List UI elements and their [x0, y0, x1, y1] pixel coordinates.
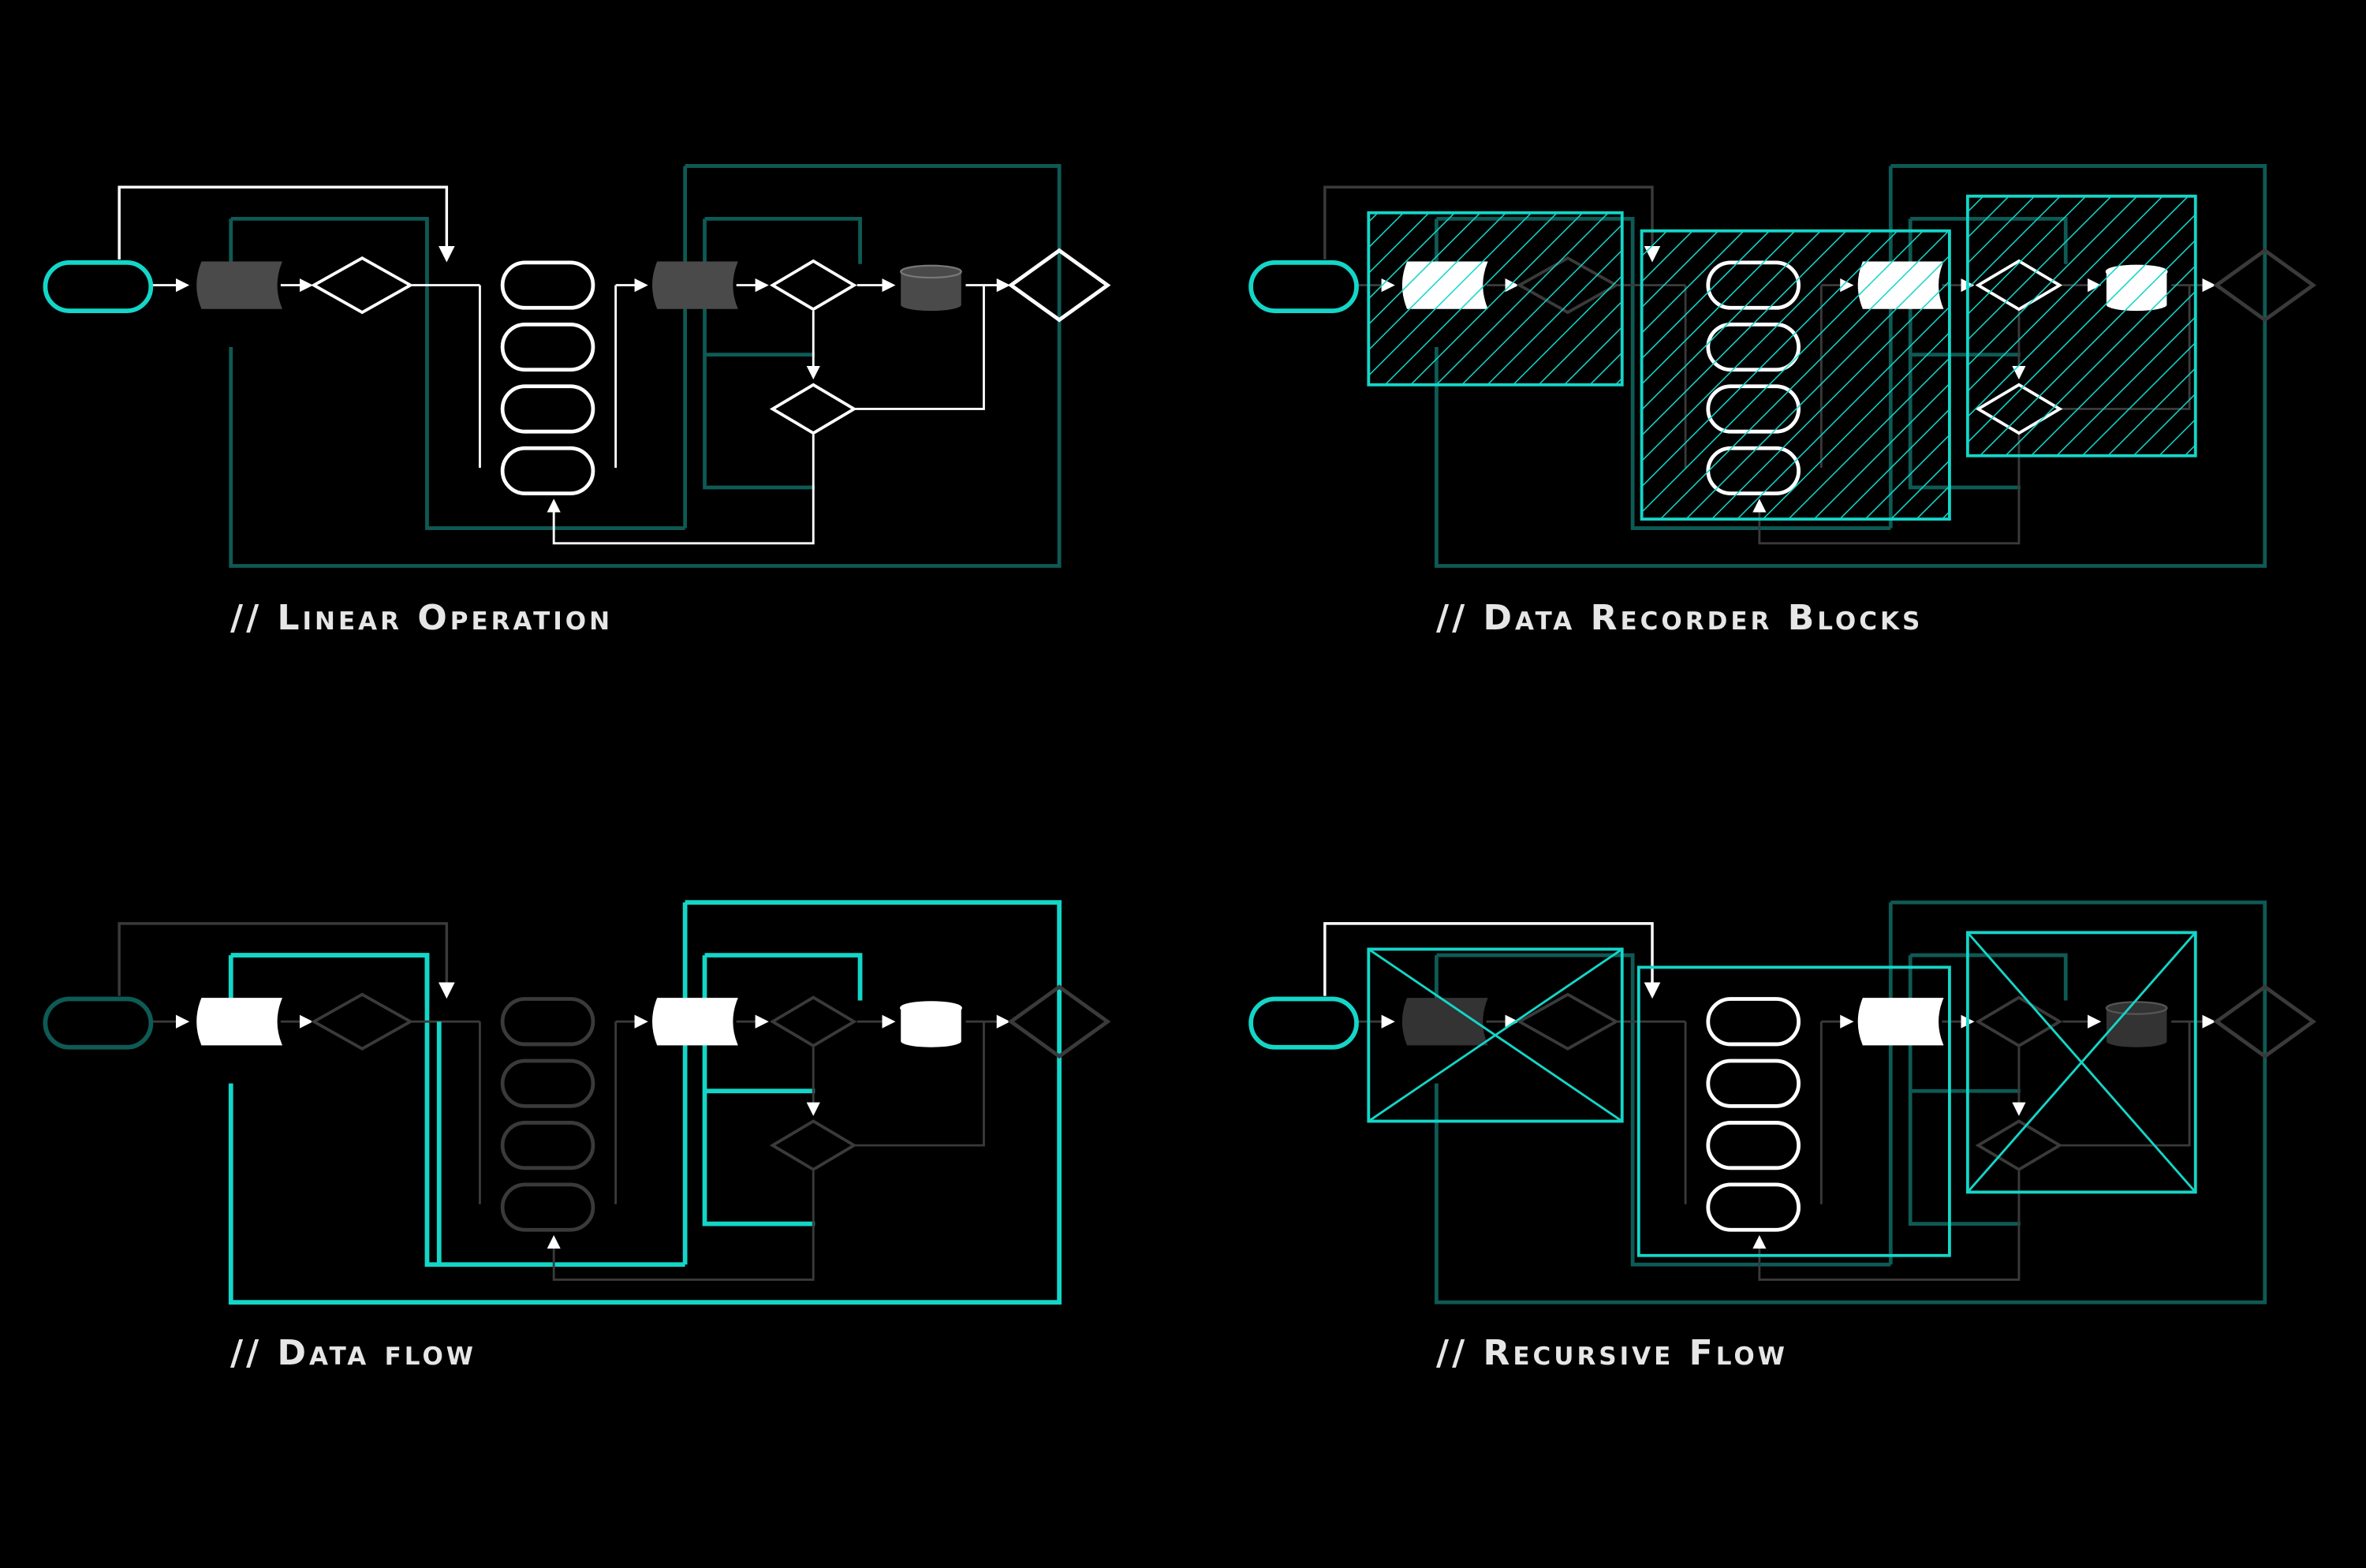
connector-line [2059, 1021, 2191, 1147]
mid-frame [704, 953, 863, 1001]
outer-frame [1435, 164, 2267, 568]
flow-path [230, 953, 430, 1001]
data-icon [196, 998, 283, 1046]
inner-frame [230, 953, 685, 1267]
process-icon [500, 384, 595, 434]
data-icon [196, 261, 283, 309]
decision-icon [769, 995, 857, 1048]
database-bottom [901, 1035, 961, 1047]
panel-linear [43, 164, 1111, 568]
top-loop-arrow [118, 922, 455, 999]
process-icon [1706, 997, 1801, 1047]
outer-frame [228, 900, 1062, 1305]
panel-dataflow [43, 900, 1111, 1305]
cross-line [1368, 948, 1623, 1122]
inner-frame [1436, 953, 1891, 1267]
cross-line [1966, 931, 2196, 1193]
decision-icon [311, 992, 414, 1051]
recursive-block [1636, 965, 1951, 1257]
decision-icon [1516, 992, 1619, 1051]
panel-title-dataflow: // Data flow [230, 1333, 476, 1373]
data-icon [1401, 998, 1488, 1046]
process-icon [500, 1058, 595, 1108]
blocked-region-2 [1965, 931, 2197, 1194]
terminator-icon [43, 996, 154, 1050]
panel-title-linear: // Linear Operation [230, 598, 614, 638]
process-icon [500, 1182, 595, 1232]
decision-icon [1975, 1119, 2063, 1171]
bottom-loop [1752, 435, 2021, 545]
database-top [2105, 1001, 2168, 1015]
bottom-loop [1752, 1170, 2021, 1281]
decision-icon [2213, 984, 2317, 1059]
data-icon [1857, 998, 1944, 1046]
database-bottom [901, 298, 961, 312]
process-icon [500, 1121, 595, 1170]
top-loop-arrow [1323, 185, 1661, 263]
panel-recursive [1248, 900, 2317, 1305]
decision-icon [1975, 995, 2063, 1048]
decision-icon [769, 383, 857, 435]
decision-icon [1007, 248, 1111, 323]
connector-line [853, 285, 985, 410]
panel-title-recursive: // Recursive Flow [1436, 1333, 1788, 1373]
top-loop-arrow [118, 185, 455, 263]
connector-line [853, 1021, 985, 1147]
terminator-icon [1248, 260, 1359, 313]
outer-frame [1435, 900, 2267, 1305]
recorder-block-3 [1965, 194, 2197, 457]
decision-icon [769, 259, 857, 312]
blocked-region-1 [1367, 947, 1624, 1123]
mid-frame [1910, 953, 2068, 1001]
mid-frame [704, 217, 862, 264]
database-top [900, 1001, 962, 1015]
decision-icon [769, 1119, 857, 1171]
bottom-loop [547, 435, 815, 545]
process-icon [500, 997, 595, 1047]
terminator-icon [43, 260, 154, 313]
database-bottom [2106, 1035, 2167, 1047]
data-icon [652, 261, 738, 309]
outer-frame [229, 164, 1062, 568]
process-icon [500, 260, 595, 310]
inner-frame [230, 217, 685, 531]
decision-icon [2213, 248, 2317, 323]
process-icon [1706, 1121, 1801, 1170]
panel-recorder [1248, 164, 2317, 568]
process-icon [500, 322, 595, 372]
database-top [900, 264, 962, 279]
decision-icon [1007, 984, 1111, 1059]
decision-icon [311, 256, 414, 315]
panel-title-recorder: // Data Recorder Blocks [1436, 598, 1924, 638]
data-icon [652, 998, 738, 1046]
terminator-icon [1248, 996, 1359, 1050]
recorder-block-1 [1367, 211, 1624, 386]
recorder-block-2 [1640, 229, 1951, 521]
top-loop-arrow [1323, 922, 1661, 999]
process-icon [500, 446, 595, 496]
process-icon [1706, 1058, 1801, 1108]
bottom-loop [547, 1170, 815, 1281]
process-icon [1706, 1182, 1801, 1232]
